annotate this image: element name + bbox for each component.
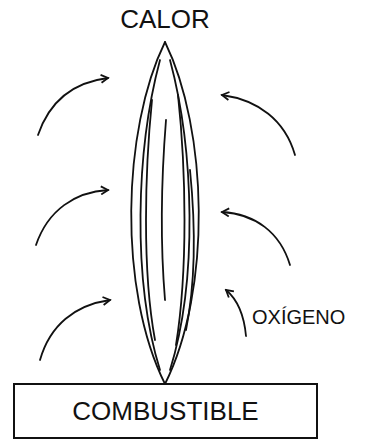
fuel-box: COMBUSTIBLE [13,383,318,439]
fuel-text: COMBUSTIBLE [72,396,258,427]
flame [131,42,199,384]
heat-label: CALOR [120,4,210,35]
oxygen-label: OXÍGENO [252,306,345,329]
